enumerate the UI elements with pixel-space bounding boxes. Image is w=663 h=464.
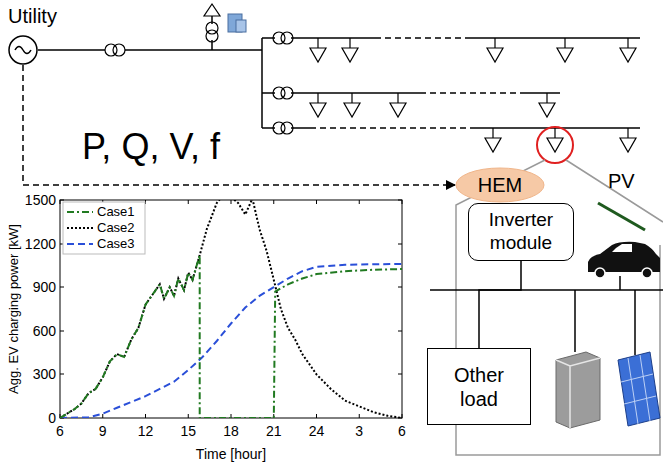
car-icon	[588, 242, 660, 278]
node-label: Utility	[8, 5, 57, 27]
node-label: HEM	[478, 173, 522, 197]
load-box: Other load	[427, 348, 531, 425]
axis-title: Time [hour]	[196, 446, 266, 462]
case3-curve	[60, 264, 402, 418]
tick-label: 12	[138, 423, 154, 439]
building-icon	[228, 14, 246, 32]
load-arrow	[204, 4, 220, 16]
tick-label: 1500	[25, 192, 56, 208]
legend-box	[63, 202, 145, 254]
utility-source: Utility	[8, 5, 57, 65]
legend-line	[67, 211, 93, 213]
tick-label: 1200	[25, 236, 56, 252]
utility-line	[38, 16, 262, 128]
tick-label: 6	[398, 423, 406, 439]
tick-label: 3	[355, 423, 363, 439]
case2-curve	[60, 200, 402, 418]
tick-label: 24	[309, 423, 325, 439]
tick-label: 15	[180, 423, 196, 439]
tick-label: 6	[56, 423, 64, 439]
load-symbols	[310, 38, 636, 152]
transformer	[206, 22, 218, 42]
node-label: Other load	[434, 363, 524, 411]
tick-label: 300	[33, 366, 56, 382]
tick-label: 900	[33, 279, 56, 295]
legend-text: Case2	[97, 221, 135, 236]
signal-label: P, Q, V, f	[82, 126, 220, 167]
feeders	[262, 38, 640, 128]
node-label: Inverter module	[475, 209, 567, 255]
pv-roof	[598, 203, 645, 230]
plot-frame	[60, 200, 402, 418]
highlight-circle	[537, 127, 573, 163]
tick-label: 18	[223, 423, 239, 439]
source-symbol	[8, 35, 38, 65]
connector	[479, 261, 521, 348]
tick-label: 9	[99, 423, 107, 439]
axis-title: Agg. EV charging power [kW]	[7, 224, 22, 394]
tick-label: 0	[48, 410, 56, 426]
solar-panel-icon	[618, 352, 660, 426]
tick-label: 21	[266, 423, 282, 439]
case1-curve	[60, 255, 402, 418]
legend-text: Case3	[97, 237, 135, 252]
house-bus	[430, 276, 663, 355]
inverter-box: Inverter module	[468, 203, 574, 261]
pv-label: PV	[608, 170, 635, 193]
battery-icon	[556, 352, 600, 428]
tick-label: 600	[33, 323, 56, 339]
curves	[60, 200, 402, 418]
transformer	[105, 44, 125, 56]
legend-text: Case1	[97, 205, 135, 220]
legend-line	[67, 243, 93, 245]
legend-line	[67, 227, 93, 229]
hem-ellipse: HEM	[455, 167, 545, 203]
axis-ticks	[60, 200, 402, 418]
connector	[23, 65, 455, 185]
